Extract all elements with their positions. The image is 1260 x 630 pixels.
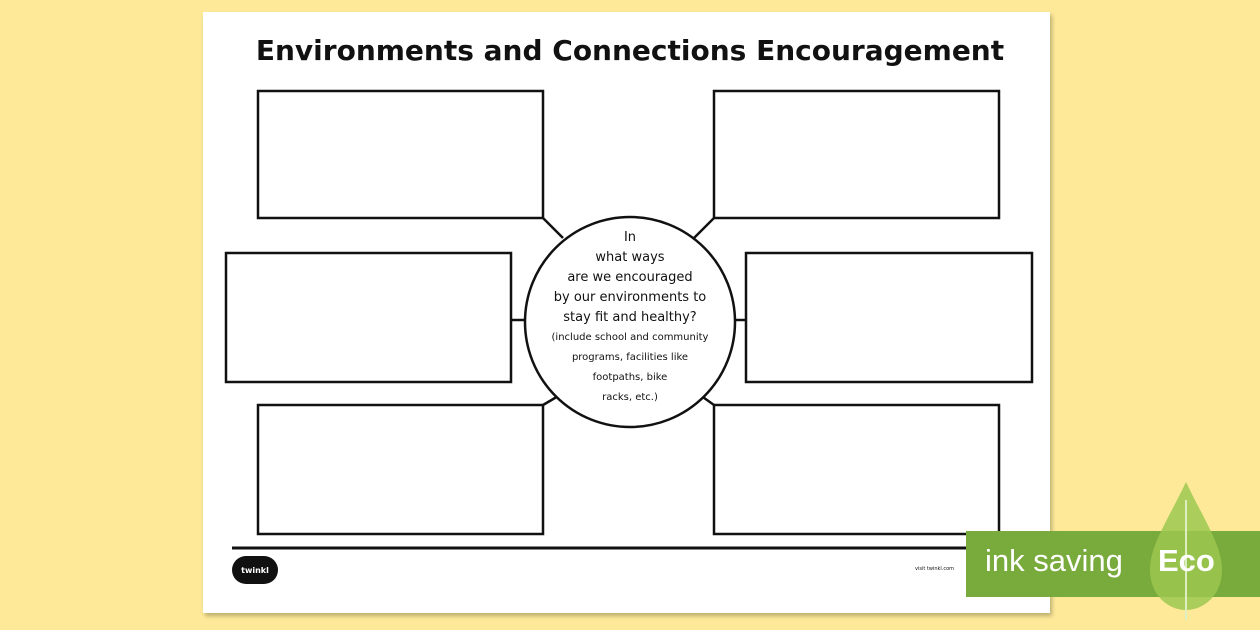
question-line: by our environments to [553, 290, 707, 305]
twinkl-logo: twinkl [232, 556, 278, 584]
answer-box-middle-right [744, 251, 1034, 384]
leaf-icon [1150, 482, 1222, 620]
answer-box-top-right [712, 89, 1001, 220]
answer-box-bottom-left [256, 403, 545, 536]
note-line: footpaths, bike [592, 372, 668, 383]
ink-saving-label: ink saving [985, 543, 1123, 578]
note-line: racks, etc.) [602, 392, 658, 403]
answer-box-middle-left [224, 251, 513, 384]
eco-label: Eco [1158, 543, 1215, 578]
footer-text: visit twinkl.com [915, 566, 955, 572]
question-line: what ways [595, 250, 665, 265]
connector-top-left [542, 217, 564, 239]
connector-top-right [693, 217, 715, 239]
note-line: (include school and community [551, 332, 709, 343]
answer-box-top-left [256, 89, 545, 220]
note-line: programs, facilities like [571, 352, 689, 363]
worksheet-title: Environments and Connections Encourageme… [255, 34, 1005, 67]
question-line: are we encouraged [567, 270, 693, 285]
answer-box-bottom-right [712, 403, 1001, 536]
question-line: In [623, 230, 637, 245]
question-line: stay fit and healthy? [563, 310, 697, 325]
center-question: In what ways are we encouraged by our en… [525, 228, 735, 408]
center-circle [523, 215, 737, 429]
